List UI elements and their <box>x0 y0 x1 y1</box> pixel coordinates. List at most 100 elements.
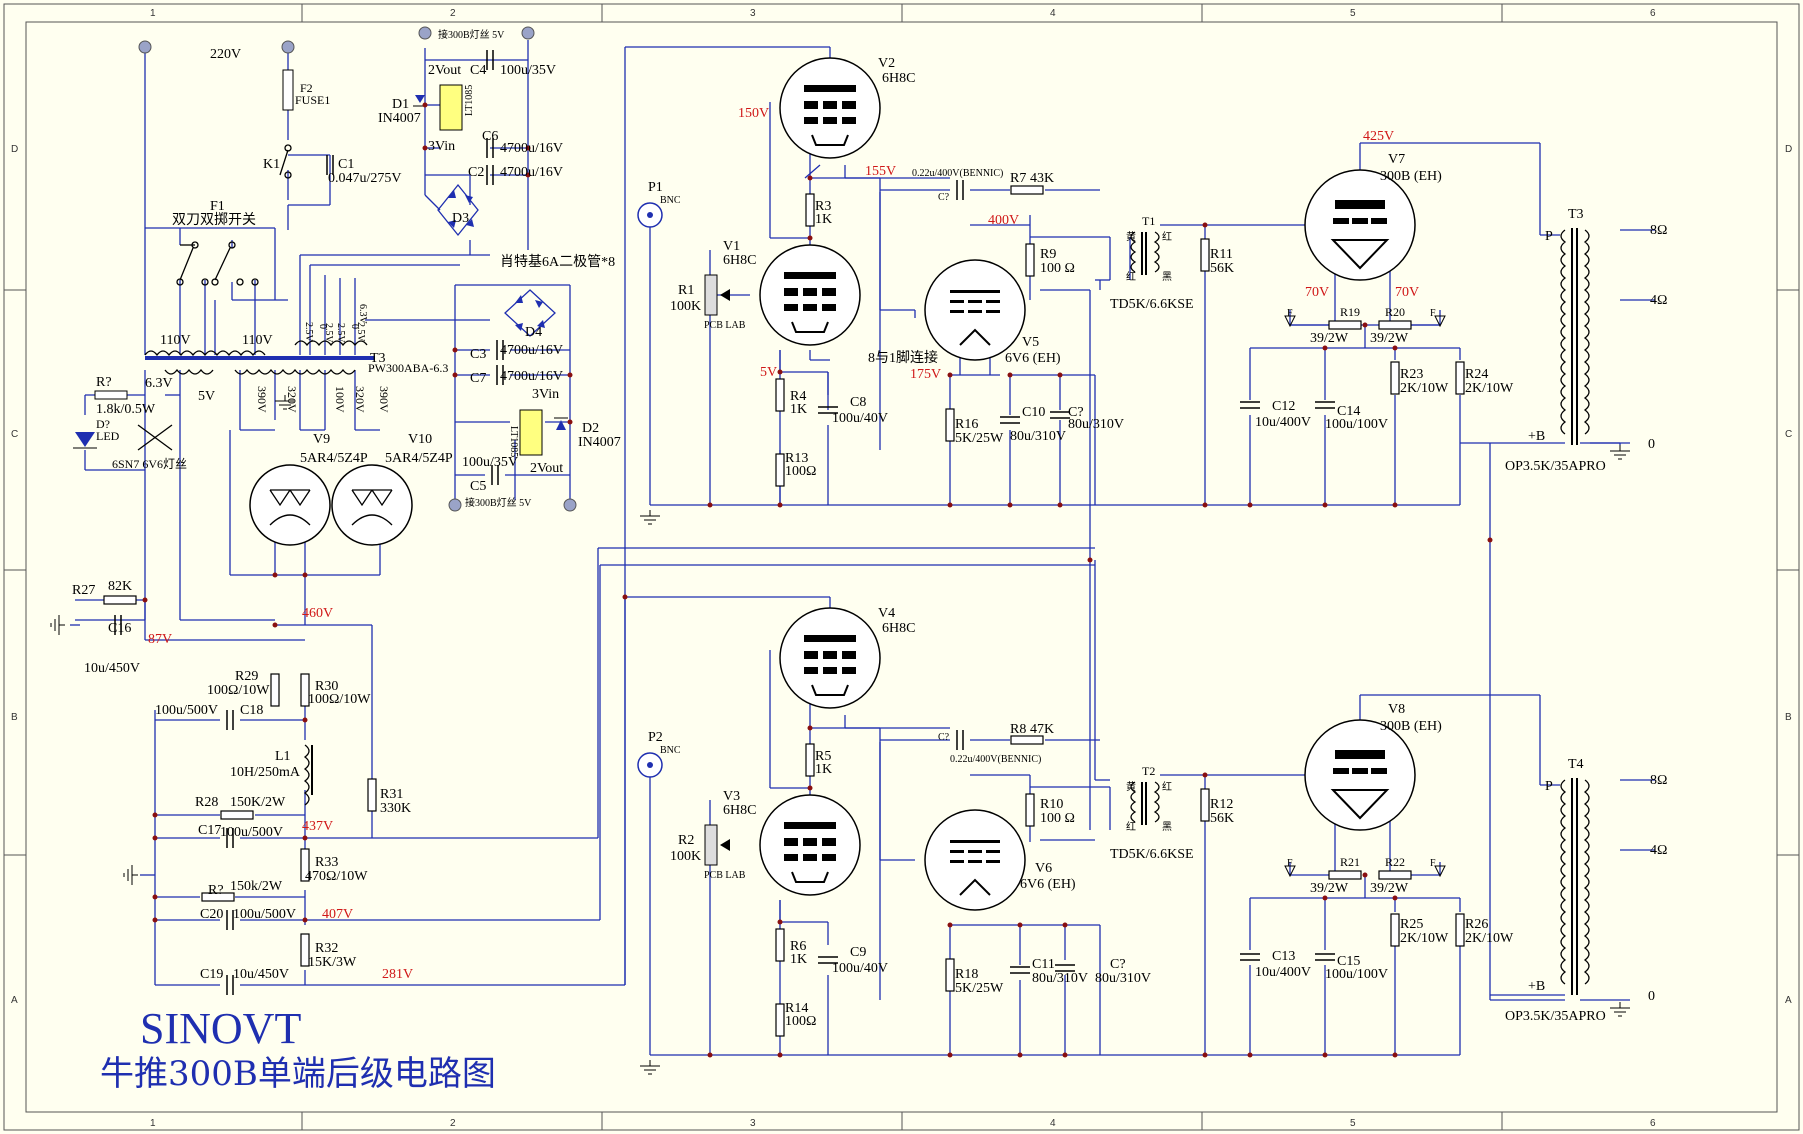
label-r9: R9 <box>1040 247 1056 262</box>
label-rq2: R? <box>208 883 224 898</box>
col-label: 5 <box>1350 1118 1356 1129</box>
label-bnc2: BNC <box>660 745 681 756</box>
label-c14v: 100u/100V <box>1325 417 1388 432</box>
ps-components <box>50 394 377 996</box>
label-tr-s2: 0 <box>317 324 328 329</box>
voltage-175: 175V <box>910 367 941 382</box>
row-label: D <box>1785 144 1792 155</box>
label-8ohm-b: 8Ω <box>1650 773 1667 788</box>
labels-channel-2: V4 6H8C P2 BNC R5 1K V3 6H8C R2 100K PCB… <box>648 606 1667 1029</box>
label-v4: V4 <box>878 606 895 621</box>
voltage-155: 155V <box>865 164 896 179</box>
label-4ohm-a: 4Ω <box>1650 293 1667 308</box>
voltage-400: 400V <box>988 213 1019 228</box>
label-tr-320a: 320V <box>285 386 299 413</box>
col-label: 1 <box>150 8 156 19</box>
label-v7t: 300B (EH) <box>1380 169 1442 184</box>
label-d1v: IN4007 <box>378 111 421 126</box>
label-hong2b: 红 <box>1162 780 1172 793</box>
label-r18v: 5K/25W <box>955 981 1004 996</box>
label-r33v: 470Ω/10W <box>305 869 368 884</box>
label-r10v: 100 Ω <box>1040 811 1075 826</box>
regulator-top-label: LT1085 <box>464 85 475 116</box>
label-r22: R22 <box>1385 855 1405 869</box>
label-t2t: TD5K/6.6KSE <box>1110 847 1194 862</box>
label-c13: C13 <box>1272 949 1295 964</box>
label-v5: V5 <box>1022 335 1039 350</box>
tube-v8 <box>1304 719 1416 831</box>
label-v9: V9 <box>313 432 330 447</box>
label-c15v: 100u/100V <box>1325 967 1388 982</box>
label-pcb2: PCB LAB <box>704 870 746 881</box>
voltage-425: 425V <box>1363 129 1394 144</box>
tube-v4 <box>779 607 881 709</box>
label-c12v: 10u/400V <box>1255 415 1311 430</box>
label-huang1: 黄 <box>1126 230 1136 243</box>
label-p-a: P <box>1545 229 1553 244</box>
label-v2: V2 <box>878 56 895 71</box>
label-zero-a: 0 <box>1648 437 1655 452</box>
label-c11v: 80u/310V <box>1032 971 1088 986</box>
label-tr-63b: 6.3V <box>145 376 173 391</box>
label-fil6sn7: 6SN7 6V6灯丝 <box>112 457 187 471</box>
diode-d2 <box>554 417 568 430</box>
voltage-150: 150V <box>738 106 769 121</box>
label-r2: R2 <box>678 833 694 848</box>
label-cq3: C? <box>1068 405 1084 420</box>
label-v2t: 6H8C <box>882 71 915 86</box>
bridge-d4 <box>504 289 556 337</box>
channel-1-components <box>637 179 1631 525</box>
label-v4t: 6H8C <box>882 621 915 636</box>
label-r4v: 1K <box>790 402 807 417</box>
label-c17v: 100u/500V <box>220 825 283 840</box>
label-r31: R31 <box>380 787 403 802</box>
label-c16v: 10u/450V <box>84 661 140 676</box>
tube-v3 <box>759 794 861 896</box>
channel-2-components <box>637 729 1631 1075</box>
voltage-labels: 460V 87V 437V 407V 281V 150V 155V 5V 400… <box>148 106 1419 982</box>
label-rqv: 1.8k/0.5W <box>96 402 156 417</box>
labels-channel-1: V2 6H8C P1 BNC R3 1K V1 6H8C R1 100K PCB… <box>648 56 1667 479</box>
label-r6v: 1K <box>790 952 807 967</box>
switch-f1 <box>176 241 259 286</box>
label-r20v: 39/2W <box>1370 331 1409 346</box>
label-r29v: 100Ω/10W <box>207 683 270 698</box>
label-c13v: 10u/400V <box>1255 965 1311 980</box>
label-c9: C9 <box>850 945 866 960</box>
label-r30v: 100Ω/10W <box>308 692 371 707</box>
fuse-f2 <box>282 69 294 111</box>
label-hei1: 黑 <box>1162 271 1172 283</box>
regulator-top <box>439 84 463 131</box>
row-label: C <box>11 429 18 440</box>
col-label: 4 <box>1050 1118 1056 1129</box>
label-d2: D2 <box>582 421 599 436</box>
label-tr-model: PW300ABA-6.3 <box>368 361 448 375</box>
label-tr-p1: 110V <box>160 333 191 348</box>
bridge-d3 <box>437 183 479 237</box>
label-c2: C2 <box>468 165 484 180</box>
label-r23v: 2K/10W <box>1400 381 1449 396</box>
title-brand: SINOVT <box>140 1004 301 1053</box>
voltage-460: 460V <box>302 606 333 621</box>
label-f-a: F <box>1287 308 1293 319</box>
label-c17: C17 <box>198 823 221 838</box>
label-f-c: F <box>1287 858 1293 869</box>
label-p2: P2 <box>648 730 663 745</box>
tube-v6 <box>924 809 1026 911</box>
row-label: B <box>11 712 18 723</box>
label-tr3: T3 <box>370 351 386 366</box>
label-c11: C11 <box>1032 957 1055 972</box>
label-pin8: 8与1脚连接 <box>868 349 938 366</box>
label-r14: R14 <box>785 1001 808 1016</box>
label-cq4: C? <box>1110 957 1126 972</box>
regulator-bot-label: LT1085 <box>508 426 519 457</box>
label-r3v: 1K <box>815 212 832 227</box>
voltage-70b: 70V <box>1395 285 1419 300</box>
row-label: B <box>1785 712 1792 723</box>
label-tr-100: 100V <box>333 386 347 413</box>
resistor-rq <box>94 390 128 400</box>
labels-power: 220V F2 FUSE1 K1 C1 0.047u/275V F1 双刀双掷开… <box>72 28 621 982</box>
label-r31v: 330K <box>380 801 411 816</box>
label-t1: T1 <box>1142 214 1155 228</box>
